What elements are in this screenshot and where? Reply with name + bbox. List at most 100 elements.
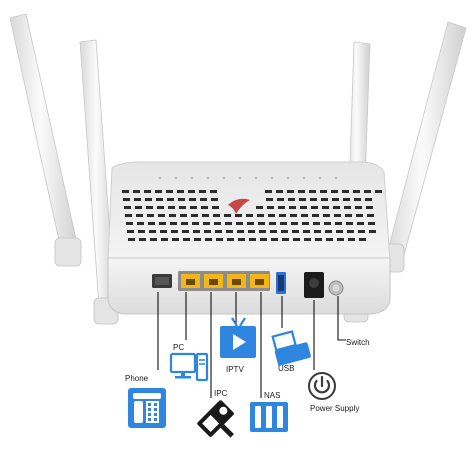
vent-slot [298,190,305,193]
vent-slot [133,190,140,193]
lan-ports [178,271,270,291]
vent-slot [161,238,168,241]
vent-slot [159,222,166,225]
vent-slot [188,190,195,193]
vent-slot [288,198,295,201]
vent-slot [353,190,360,193]
vent-slot [258,222,265,225]
vent-slot [304,238,311,241]
vent-slot [157,206,164,209]
vent-slot [367,214,374,217]
vent-slot [150,238,157,241]
vent-slot [343,198,350,201]
vent-slot [326,238,333,241]
tv-play-icon [220,317,256,358]
vent-slot [322,206,329,209]
vent-slot [278,206,285,209]
vent-slot [300,206,307,209]
telephone-icon [128,388,166,428]
vent-slot [299,198,306,201]
vent-slot [205,238,212,241]
vent-slot [290,214,297,217]
desktop-pc-icon [169,352,209,382]
vent-slot [277,198,284,201]
vent-slot [122,190,129,193]
vent-slot [171,230,178,233]
vent-slot [146,206,153,209]
vent-slot [199,190,206,193]
vent-slot [302,222,309,225]
vent-slot [334,214,341,217]
vent-slot [123,198,130,201]
vent-slot [235,214,242,217]
iptv-label: IPTV [226,365,244,374]
vent-slot [287,190,294,193]
vent-slot [211,198,218,201]
vent-slot [155,190,162,193]
vent-slot [137,222,144,225]
vent-slot [179,206,186,209]
vent-slot [331,190,338,193]
vent-slot [214,222,221,225]
vent-slot [311,206,318,209]
vent-slot [259,230,266,233]
vent-slot [216,238,223,241]
vent-slot [276,190,283,193]
vent-slot [156,198,163,201]
vent-slot [168,206,175,209]
vent-slot [148,222,155,225]
vent-slot [333,206,340,209]
vent-slot [369,230,376,233]
pc-label: PC [173,343,185,352]
power-icon [308,372,336,400]
vent-slot [149,230,156,233]
vent-slot [354,198,361,201]
vent-slot [342,190,349,193]
vent-slot [289,206,296,209]
vent-slot [145,198,152,201]
power-supply-label: Power Supply [310,404,360,413]
vent-slot [227,238,234,241]
vent-slot [320,190,327,193]
vent-slot [323,214,330,217]
vent-slot [303,230,310,233]
vent-slot [280,222,287,225]
vent-slot [332,198,339,201]
vent-slot [356,214,363,217]
vent-slot [368,222,375,225]
vent-slot [125,214,132,217]
vent-slot [268,214,275,217]
vent-slot [269,222,276,225]
usb-drive-icon [271,330,311,366]
vent-slot [309,190,316,193]
vent-slot [172,238,179,241]
vent-slot [256,206,263,209]
vent-slot [183,238,190,241]
vent-slot [124,206,131,209]
switch-button [328,280,344,296]
vent-slot [127,230,134,233]
vent-slot [189,198,196,201]
vent-slot [200,198,207,201]
vent-slot [160,230,167,233]
vent-slot [190,206,197,209]
vent-slot [169,214,176,217]
vent-slot [321,198,328,201]
phone-port [152,274,172,288]
vent-slot [225,222,232,225]
vent-slot [355,206,362,209]
vent-slot [181,222,188,225]
vent-slot [266,198,273,201]
vent-slot [293,238,300,241]
switch-label: Switch [346,338,370,347]
usb-label: USB [278,364,295,373]
vent-slot [138,230,145,233]
vent-slot [236,222,243,225]
vent-slot [192,222,199,225]
vent-slot [178,198,185,201]
vent-slot [177,190,184,193]
vent-slot [345,214,352,217]
nas-label: NAS [264,391,281,400]
antenna-left [79,39,119,325]
vent-slot [213,214,220,217]
